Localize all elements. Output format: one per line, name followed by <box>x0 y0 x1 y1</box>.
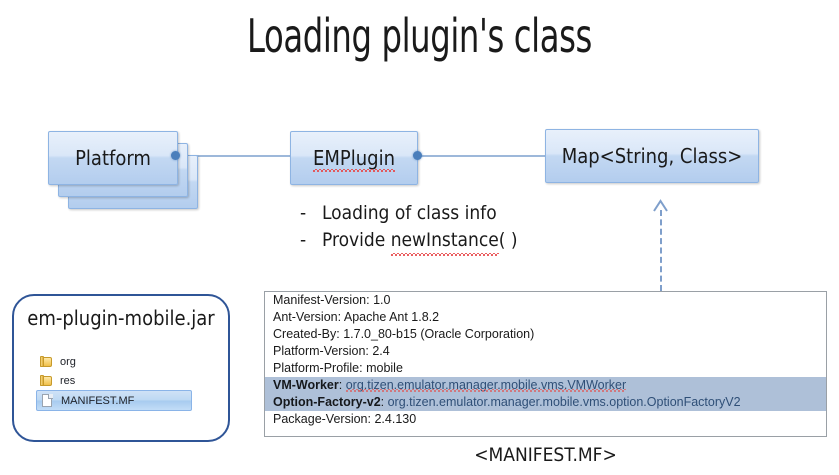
manifest-line-highlighted: VM-Worker: org.tizen.emulator.manager.mo… <box>265 377 826 394</box>
manifest-key: Package-Version <box>273 412 368 426</box>
emplugin-notes: - Loading of class info - Provide newIns… <box>300 200 640 256</box>
folder-icon <box>40 355 53 368</box>
manifest-caption: <MANIFEST.MF> <box>474 444 617 466</box>
map-box-label: Map<String, Class> <box>561 144 743 168</box>
manifest-line: Package-Version: 2.4.130 <box>265 411 826 428</box>
platform-box[interactable]: Platform <box>48 131 178 185</box>
bullet-text-prefix: Provide <box>322 229 391 251</box>
manifest-value: org.tizen.emulator.manager.mobile.vms.op… <box>387 395 741 409</box>
platform-box-label: Platform <box>75 146 151 170</box>
bullet-text: Loading of class info <box>322 202 497 224</box>
manifest-line: Created-By: 1.7.0_80-b15 (Oracle Corpora… <box>265 326 826 343</box>
manifest-line: Manifest-Version: 1.0 <box>265 292 826 309</box>
manifest-value: 1.7.0_80-b15 (Oracle Corporation) <box>343 327 535 341</box>
connector-dot-platform <box>171 151 180 160</box>
manifest-value: 2.4 <box>372 344 390 358</box>
manifest-key: Ant-Version <box>273 310 338 324</box>
emplugin-box[interactable]: EMPlugin <box>290 131 418 185</box>
connector-emplugin-map <box>418 155 546 157</box>
manifest-panel: Manifest-Version: 1.0 Ant-Version: Apach… <box>264 291 827 437</box>
list-item[interactable]: res <box>36 371 192 390</box>
jar-container: em-plugin-mobile.jar org res MANIFEST.MF <box>12 294 230 442</box>
map-box[interactable]: Map<String, Class> <box>545 129 759 183</box>
manifest-to-map-dashed-line <box>660 210 662 291</box>
manifest-line-highlighted: Option-Factory-v2: org.tizen.emulator.ma… <box>265 394 826 411</box>
manifest-key: VM-Worker <box>273 378 339 392</box>
manifest-sep: : <box>337 310 344 324</box>
bullet-dash: - <box>300 229 307 251</box>
manifest-key: Created-By <box>273 327 337 341</box>
folder-icon <box>40 374 53 387</box>
list-item: - Loading of class info <box>300 200 640 227</box>
jar-name-label: em-plugin-mobile.jar <box>27 306 215 330</box>
manifest-key: Manifest-Version <box>273 293 367 307</box>
manifest-key: Platform-Version <box>273 344 366 358</box>
bullet-text-underlined: newInstance <box>390 227 499 256</box>
manifest-sep: : <box>366 293 374 307</box>
manifest-value: Apache Ant 1.8.2 <box>343 310 440 324</box>
connector-dot-emplugin <box>413 151 422 160</box>
manifest-key: Option-Factory-v2 <box>273 395 381 409</box>
connector-platform-emplugin <box>176 155 296 157</box>
manifest-key: Platform-Profile <box>273 361 360 375</box>
list-item[interactable]: org <box>36 352 192 371</box>
list-item: - Provide newInstance( ) <box>300 227 640 256</box>
file-icon <box>41 394 54 407</box>
bullet-text-suffix: ( ) <box>498 229 518 251</box>
manifest-sep: : <box>336 327 344 341</box>
arrow-up-icon <box>653 199 668 212</box>
file-name: res <box>60 374 76 387</box>
manifest-line: Platform-Version: 2.4 <box>265 343 826 360</box>
manifest-value: mobile <box>366 361 403 375</box>
manifest-sep: : <box>367 412 375 426</box>
bullet-dash: - <box>300 202 307 224</box>
list-item-selected[interactable]: MANIFEST.MF <box>36 390 192 411</box>
manifest-sep: : <box>380 395 388 409</box>
manifest-sep: : <box>365 344 373 358</box>
manifest-line: Platform-Profile: mobile <box>265 360 826 377</box>
manifest-value: org.tizen.emulator.manager.mobile.vms.VM… <box>345 378 627 392</box>
page-title: Loading plugin's class <box>247 9 592 63</box>
manifest-sep: : <box>359 361 367 375</box>
file-name: MANIFEST.MF <box>61 394 135 407</box>
manifest-value: 2.4.130 <box>374 412 417 426</box>
manifest-line: Ant-Version: Apache Ant 1.8.2 <box>265 309 826 326</box>
file-name: org <box>60 355 76 368</box>
emplugin-box-label: EMPlugin <box>313 146 395 172</box>
manifest-value: 1.0 <box>373 293 391 307</box>
manifest-sep: : <box>338 378 346 392</box>
jar-file-list: org res MANIFEST.MF <box>36 352 192 411</box>
bullet-text: Provide newInstance( ) <box>322 227 518 256</box>
